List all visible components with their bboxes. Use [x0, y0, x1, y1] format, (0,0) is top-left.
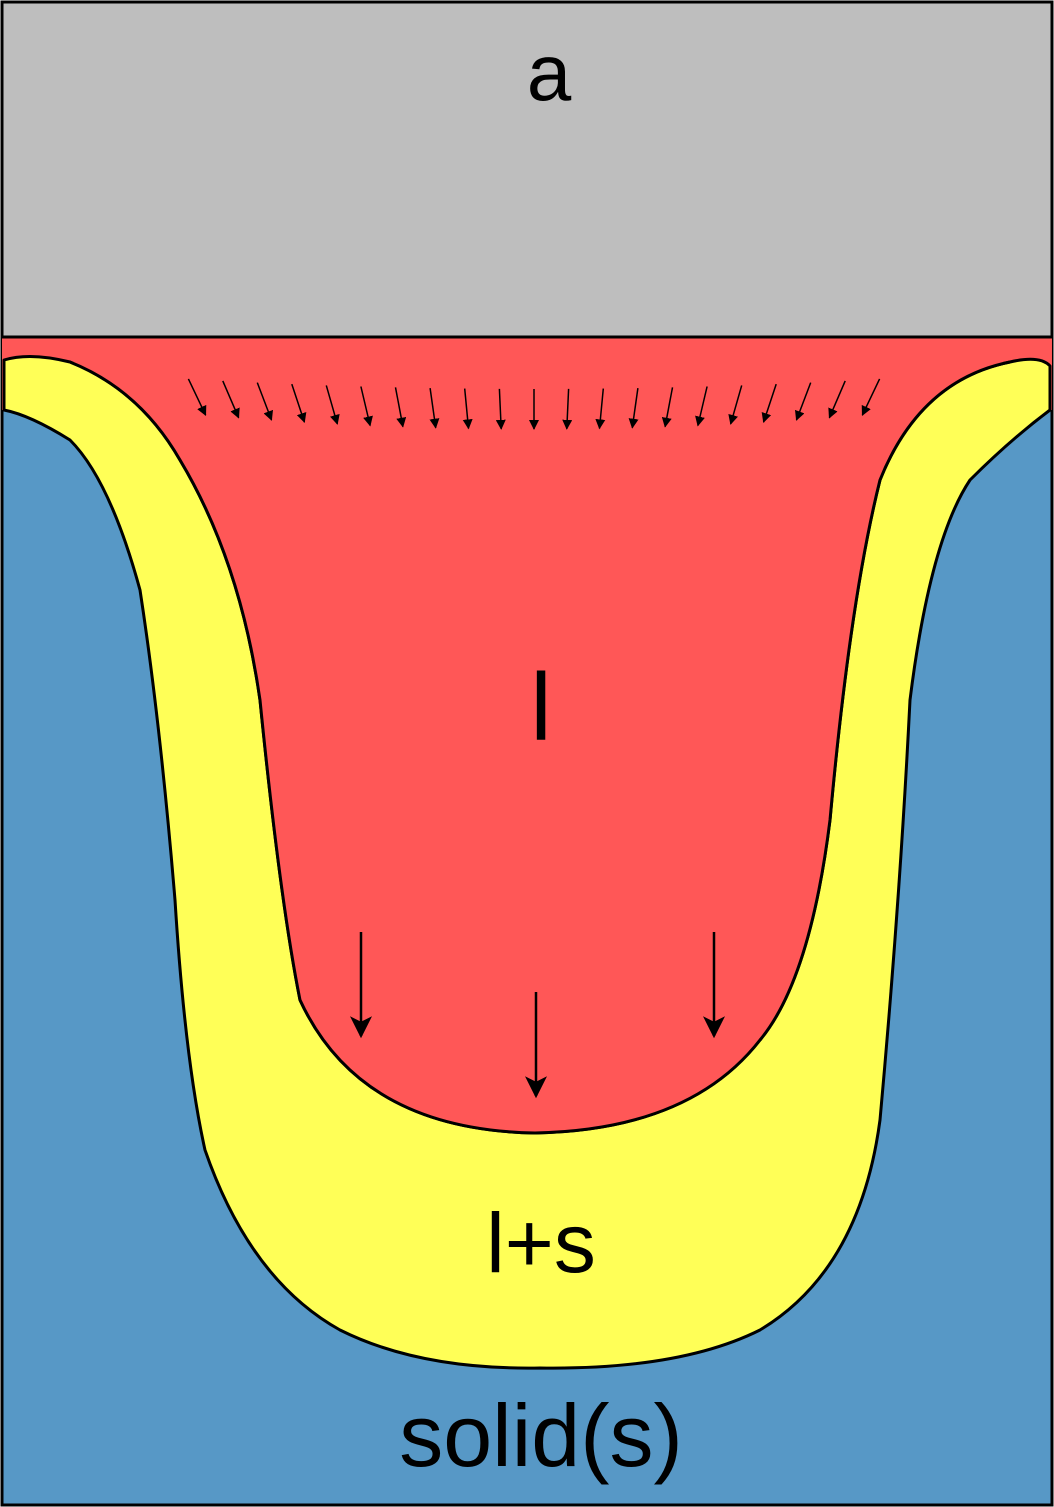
liquid-label: l [530, 654, 551, 761]
surface-flow-arrow [628, 387, 639, 429]
surface-flow-arrow [562, 388, 573, 430]
air-label: a [527, 28, 572, 117]
surface-flow-arrow [595, 388, 606, 430]
surface-flow-arrow [661, 387, 674, 428]
surface-flow-arrow [187, 378, 207, 417]
surface-flow-arrow [761, 383, 777, 424]
solidification-arrows [350, 932, 725, 1099]
surface-flow-arrow [795, 382, 812, 421]
air-region [0, 0, 1054, 339]
surface-flow-arrows [187, 378, 881, 430]
surface-flow-arrow [828, 380, 846, 419]
surface-flow-arrow [394, 387, 407, 428]
surface-flow-arrow [695, 386, 708, 427]
surface-flow-arrow [462, 388, 473, 430]
surface-flow-arrow [495, 388, 506, 430]
surface-flow-arrow [429, 387, 440, 429]
surface-flow-arrow [325, 385, 340, 425]
liquid-solidus-boundary [69, 360, 1011, 1135]
surface-flow-arrow [360, 386, 373, 427]
surface-flow-arrow [256, 382, 273, 421]
surface-flow-arrow [861, 378, 881, 417]
solid-label: solid(s) [399, 1386, 683, 1485]
surface-flow-arrow [728, 385, 743, 425]
surface-flow-arrow [222, 380, 240, 419]
mushy-label: l+s [486, 1196, 596, 1290]
surface-flow-arrow [291, 383, 307, 424]
liquid-pool [70, 362, 1010, 1133]
